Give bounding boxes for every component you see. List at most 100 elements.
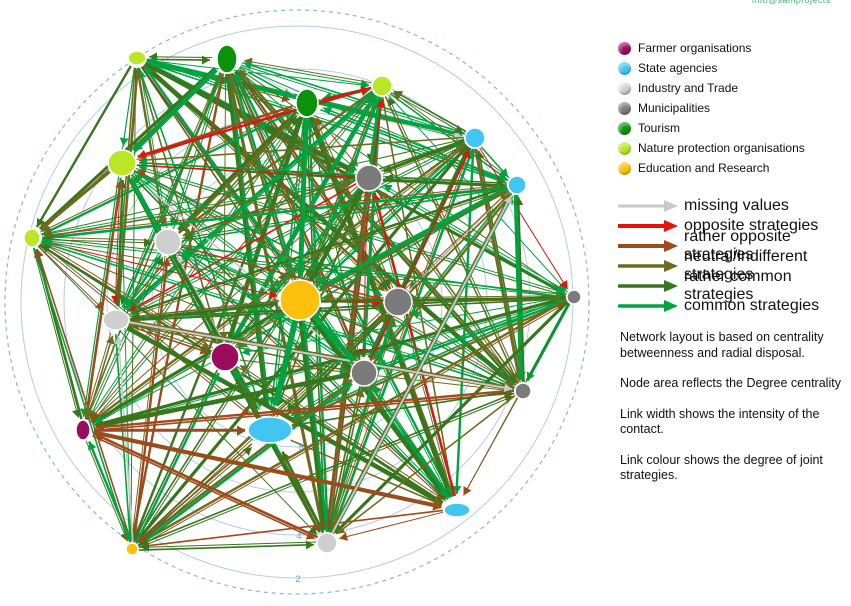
network-node-state[interactable]: [464, 127, 486, 149]
network-edge: [240, 64, 463, 138]
network-node-state[interactable]: [247, 416, 293, 444]
network-edge: [39, 170, 111, 231]
legend-item-label: Education and Research: [638, 160, 770, 175]
network-edge: [325, 386, 361, 531]
network-node-state[interactable]: [507, 175, 527, 195]
network-edge: [233, 371, 324, 533]
network-edge: [169, 72, 222, 227]
network-node-municipality[interactable]: [350, 359, 378, 387]
network-edge: [138, 540, 315, 551]
industry-category-dot: [618, 81, 631, 95]
network-edge: [382, 178, 506, 190]
network-edge: [173, 75, 225, 230]
network-edge: [41, 179, 354, 239]
legend-item-label: Nature protection organisations: [638, 140, 805, 155]
network-edge: [35, 248, 132, 543]
network-edge: [148, 52, 213, 62]
network-edge: [123, 255, 162, 310]
network-edge: [384, 173, 508, 184]
network-edge: [370, 191, 454, 496]
network-node-industry[interactable]: [316, 532, 338, 554]
network-edge: [286, 314, 388, 416]
network-edge: [80, 177, 119, 417]
network-edge: [89, 117, 299, 422]
network-edge: [180, 251, 449, 501]
caption-text-block: Network layout is based on centrality be…: [620, 330, 844, 499]
network-edge: [93, 362, 212, 424]
network-edge: [412, 294, 565, 304]
network-edge: [291, 301, 566, 424]
legend-item-state: State agencies: [618, 58, 805, 78]
network-node-nature[interactable]: [107, 149, 137, 177]
network-node-tourism[interactable]: [216, 44, 238, 74]
legend-item-label: Municipalities: [638, 100, 711, 115]
network-edge: [132, 68, 218, 153]
network-edge: [241, 62, 370, 89]
circle-scale-label: 8: [298, 442, 303, 452]
network-edge: [182, 246, 282, 291]
network-edge: [480, 146, 509, 178]
network-edge: [463, 397, 518, 496]
network-edge: [387, 97, 521, 383]
network-edge: [128, 255, 166, 540]
network-edge: [131, 318, 515, 390]
network-edge: [85, 72, 222, 418]
network-edge: [131, 322, 212, 352]
network-edge: [290, 439, 443, 506]
network-node-municipality[interactable]: [514, 382, 532, 400]
network-node-municipality[interactable]: [383, 287, 413, 317]
network-node-municipality[interactable]: [355, 164, 383, 192]
network-edge: [339, 511, 444, 541]
network-edge: [140, 541, 317, 552]
network-edge: [178, 250, 351, 366]
network-edge: [137, 443, 253, 543]
network-edge: [43, 184, 507, 240]
network-node-education[interactable]: [279, 279, 321, 321]
network-node-farmer[interactable]: [210, 342, 240, 372]
network-node-farmer[interactable]: [75, 419, 91, 441]
legend-link-missing: missing values: [618, 196, 851, 216]
network-node-tourism[interactable]: [295, 88, 319, 118]
network-edge: [389, 92, 508, 180]
neutral-arrow-icon: [618, 260, 678, 272]
network-edge: [83, 332, 112, 418]
network-edge: [231, 74, 297, 280]
network-edge: [93, 430, 442, 510]
network-edge: [32, 247, 81, 418]
network-edge: [137, 86, 372, 159]
network-edge: [320, 293, 565, 303]
network-edge: [272, 319, 299, 407]
circle-scale-label: 4: [296, 531, 301, 541]
network-edge: [40, 242, 349, 370]
legend-item-municipality: Municipalities: [618, 98, 805, 118]
network-edge: [129, 323, 349, 374]
network-edge: [358, 191, 368, 358]
network-edge: [305, 95, 378, 279]
network-edge: [86, 335, 115, 421]
network-edge: [85, 440, 129, 542]
network-edge: [37, 245, 318, 535]
watermark-email: info@samprojects: [752, 0, 831, 5]
network-edge: [231, 72, 358, 360]
missing-arrow-icon: [618, 200, 678, 212]
network-edge: [88, 441, 132, 543]
network-node-industry[interactable]: [154, 228, 182, 256]
network-node-nature[interactable]: [127, 50, 147, 66]
network-edge: [129, 294, 565, 322]
network-edge: [412, 310, 517, 386]
network-node-municipality[interactable]: [566, 289, 582, 305]
state-category-dot: [618, 61, 631, 75]
network-edge: [95, 372, 351, 429]
network-edge: [135, 372, 220, 544]
network-edge: [138, 158, 508, 184]
network-node-state[interactable]: [443, 502, 471, 518]
network-node-education[interactable]: [125, 542, 139, 556]
network-edge: [95, 389, 515, 432]
network-node-industry[interactable]: [102, 309, 130, 331]
network-node-nature[interactable]: [371, 75, 393, 97]
caption-paragraph: Link width shows the intensity of the co…: [620, 406, 820, 437]
municipality-category-dot: [618, 101, 631, 115]
network-node-nature[interactable]: [23, 228, 41, 248]
network-edge: [226, 116, 304, 342]
